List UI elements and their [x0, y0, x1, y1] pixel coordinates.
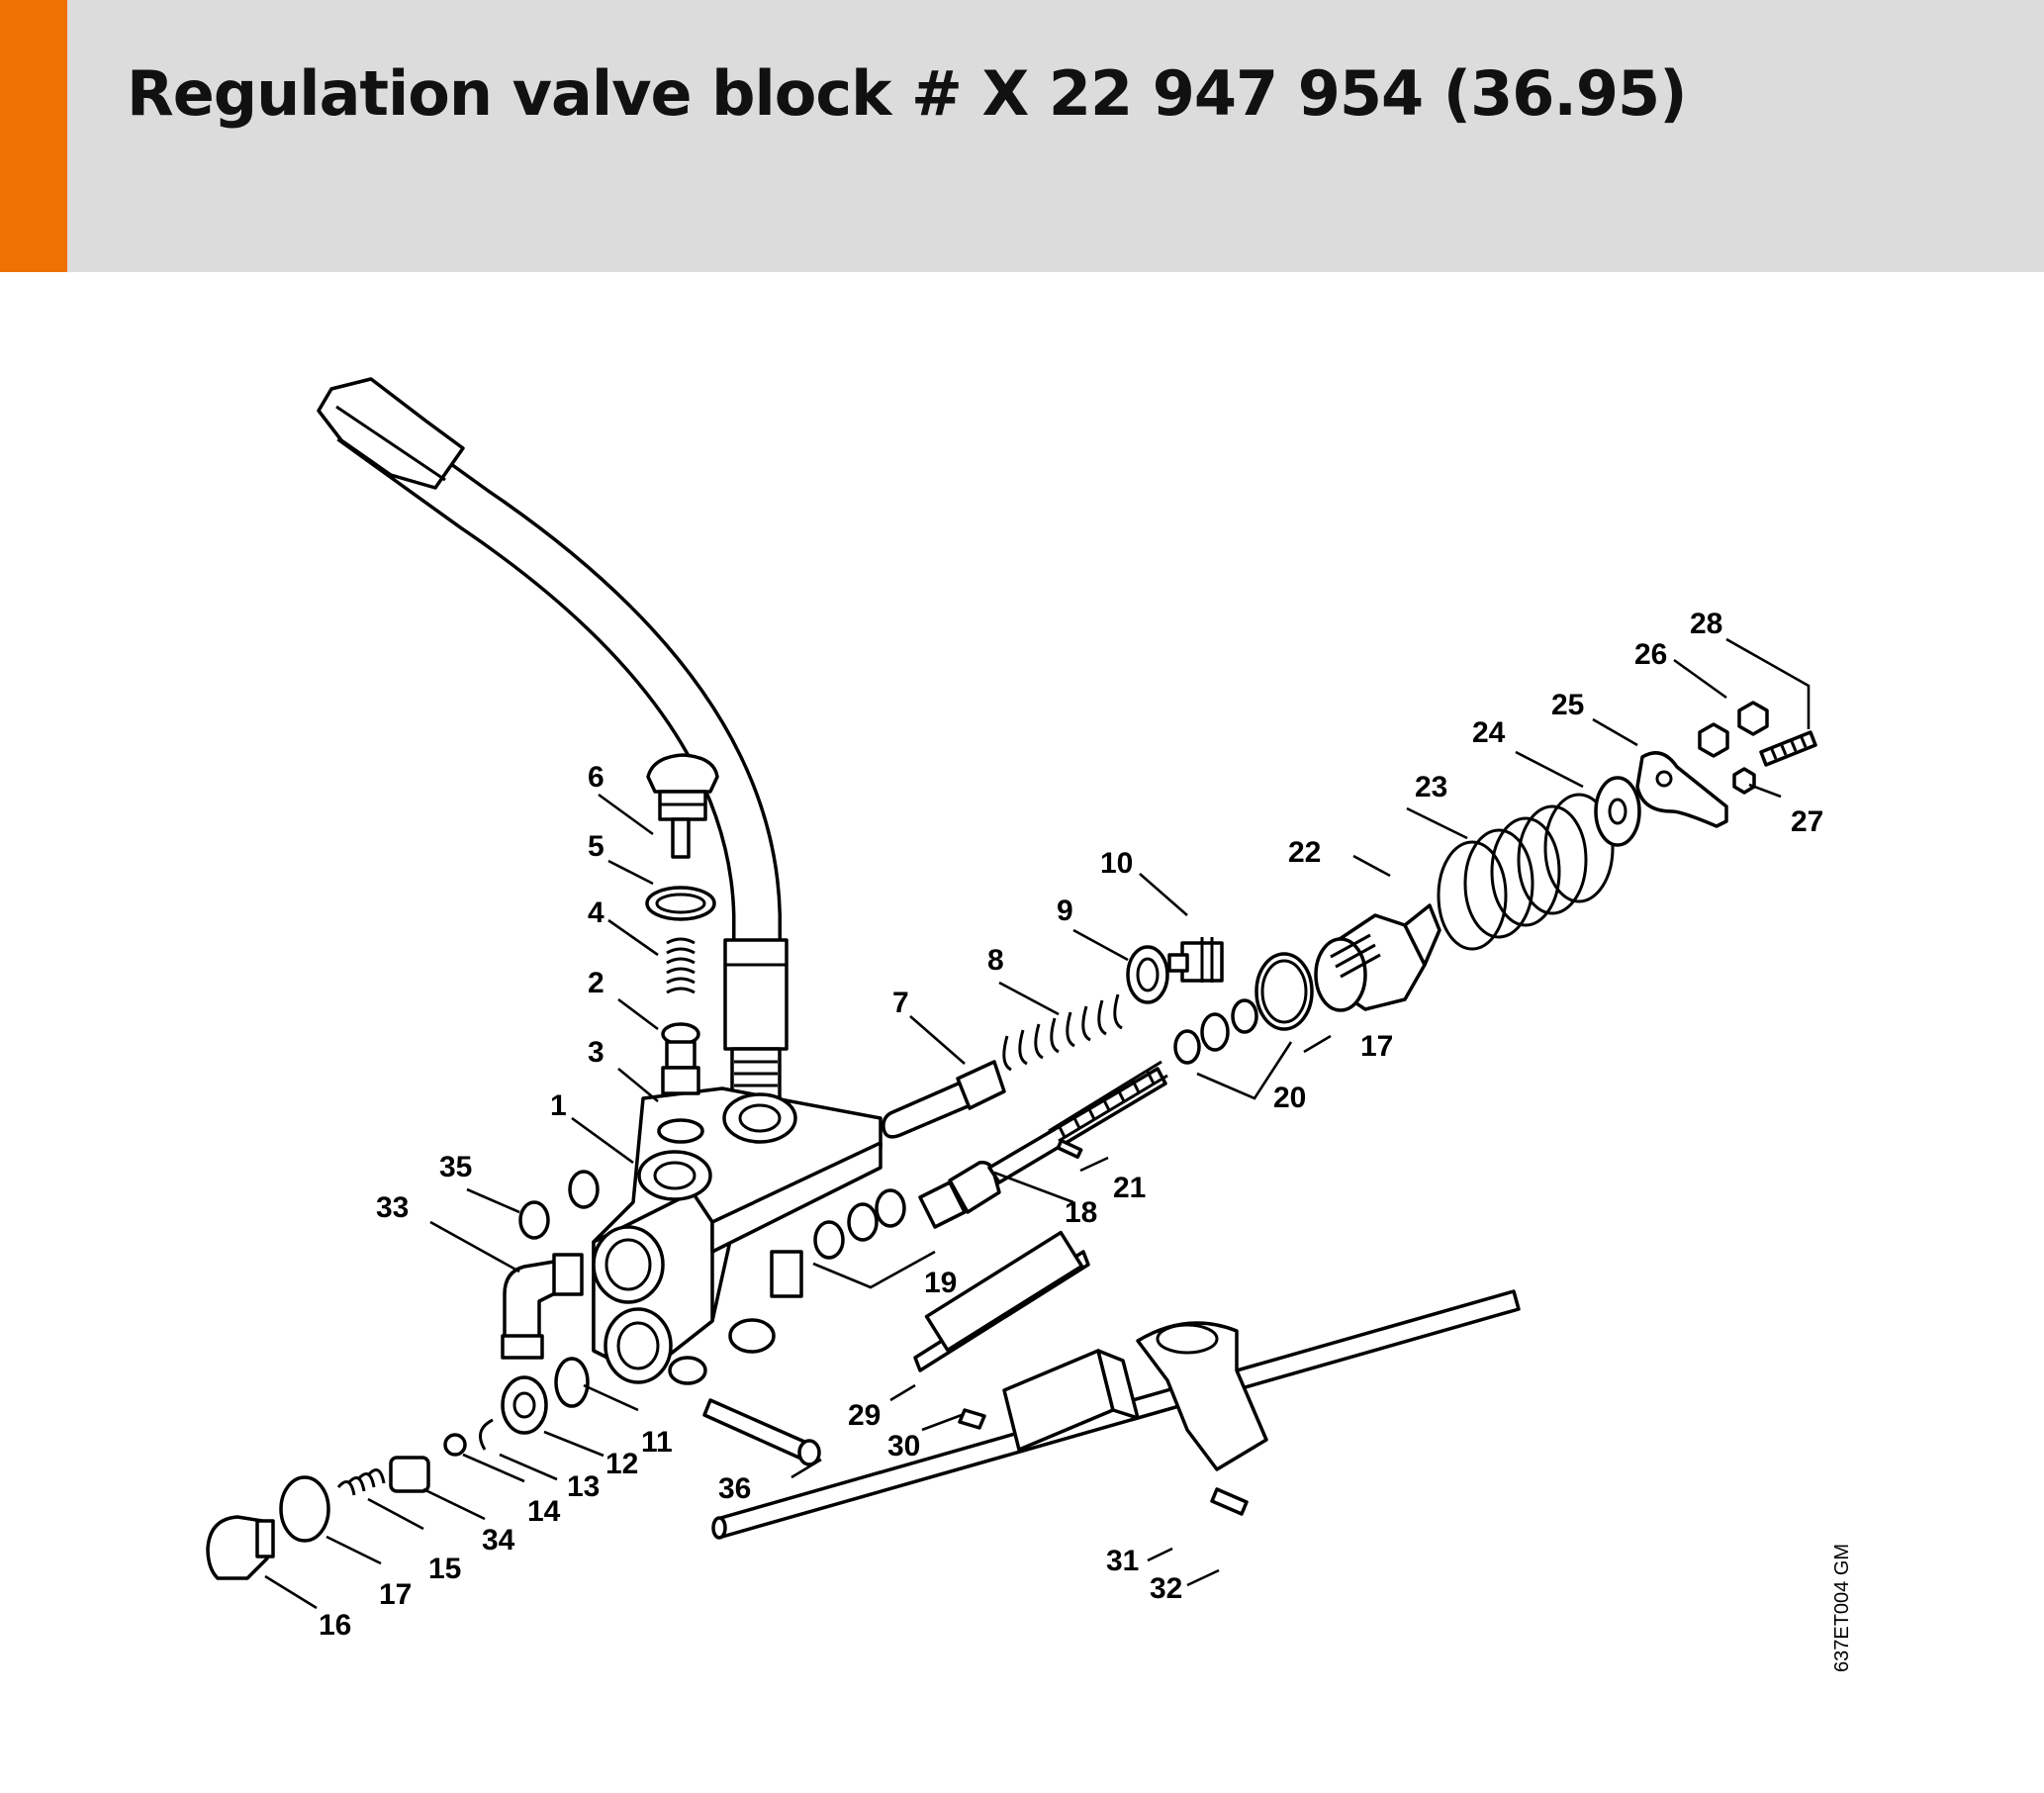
- part-number-labels: 6 5 4 2 3 1 35 33 7 8 9 10 22 17 20 21 1…: [319, 608, 1823, 1642]
- part-label-15: 15: [428, 1553, 461, 1585]
- part-label-1: 1: [550, 1089, 567, 1122]
- part-label-35: 35: [439, 1151, 472, 1183]
- part-label-4: 4: [588, 896, 604, 929]
- pressure-pipe: [317, 377, 789, 1108]
- leader-lines: [264, 637, 1811, 1610]
- part-label-29: 29: [848, 1399, 881, 1432]
- part-label-28: 28: [1690, 608, 1722, 640]
- page-title: Regulation valve block # X 22 947 954 (3…: [127, 57, 1688, 130]
- valve-block: [592, 1086, 883, 1385]
- part-label-14: 14: [527, 1495, 561, 1528]
- part-label-6: 6: [588, 761, 604, 794]
- orange-accent-bar: [0, 0, 67, 272]
- lever-assembly: [1635, 701, 1817, 828]
- exploded-parts-diagram: 6 5 4 2 3 1 35 33 7 8 9 10 22 17 20 21 1…: [206, 377, 1853, 1672]
- part-label-2: 2: [588, 967, 604, 999]
- threaded-sleeve: [1314, 903, 1441, 1012]
- main-spring: [1437, 776, 1641, 951]
- lower-rod-assembly: [711, 1230, 1521, 1540]
- part-label-34: 34: [482, 1524, 515, 1557]
- spring-assembly: [882, 937, 1224, 1139]
- part-label-12: 12: [605, 1448, 638, 1480]
- part-label-19: 19: [924, 1267, 957, 1299]
- top-part-stack: [645, 753, 719, 1144]
- part-label-13: 13: [567, 1470, 600, 1503]
- lower-left-parts: [206, 1170, 821, 1580]
- part-label-10: 10: [1100, 847, 1133, 880]
- part-label-11: 11: [641, 1426, 673, 1459]
- part-label-31: 31: [1106, 1545, 1139, 1577]
- part-label-27: 27: [1791, 805, 1823, 838]
- header-band: Regulation valve block # X 22 947 954 (3…: [0, 0, 2044, 272]
- part-label-3: 3: [588, 1036, 604, 1069]
- part-label-20: 20: [1273, 1082, 1306, 1114]
- part-label-5: 5: [588, 830, 604, 863]
- part-label-21: 21: [1113, 1172, 1146, 1204]
- part-label-16: 16: [319, 1609, 351, 1642]
- part-label-22: 22: [1288, 836, 1321, 869]
- part-label-9: 9: [1057, 895, 1073, 927]
- part-label-25: 25: [1551, 689, 1584, 721]
- part-label-33: 33: [376, 1191, 409, 1224]
- part-label-18: 18: [1065, 1196, 1097, 1229]
- o-ring-set-right: [1173, 952, 1314, 1065]
- adjusting-spindle: [813, 1060, 1168, 1260]
- part-label-30: 30: [887, 1430, 920, 1463]
- part-label-26: 26: [1634, 638, 1667, 671]
- part-label-17-right: 17: [1360, 1030, 1393, 1063]
- part-label-32: 32: [1150, 1572, 1182, 1605]
- part-label-17-left: 17: [379, 1578, 412, 1611]
- part-label-8: 8: [987, 944, 1004, 977]
- part-label-24: 24: [1472, 716, 1506, 749]
- part-label-36: 36: [718, 1472, 751, 1505]
- drawing-code: 637ET004 GM: [1831, 1544, 1853, 1672]
- part-label-7: 7: [892, 987, 909, 1019]
- part-label-23: 23: [1415, 771, 1447, 803]
